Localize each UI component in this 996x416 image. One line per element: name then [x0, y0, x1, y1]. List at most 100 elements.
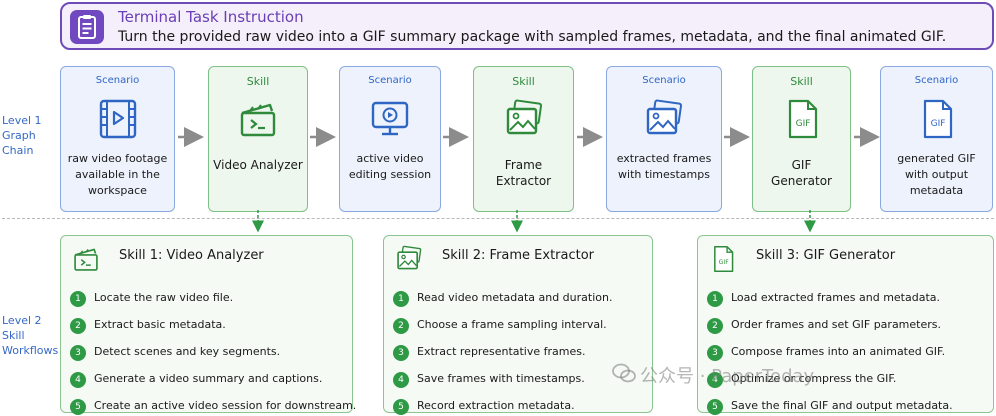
gif-file-icon: GIF [780, 97, 824, 141]
node-description: Video Analyzer [213, 157, 303, 173]
step-number-badge: 1 [70, 291, 86, 307]
step-number-badge: 2 [393, 318, 409, 334]
workflow-card-3: GIF Skill 3: GIF Generator 1 Load extracte… [697, 235, 994, 415]
level-1-label: Level 1 Graph Chain [2, 113, 42, 158]
node-kind-label: Scenario [368, 75, 412, 86]
clipboard-icon [70, 10, 104, 44]
svg-text:GIF: GIF [719, 259, 730, 266]
level-1-line: Graph [2, 129, 36, 142]
step-text: Save frames with timestamps. [417, 372, 585, 385]
step-number-badge: 1 [393, 291, 409, 307]
step-text: Create an active video session for downs… [94, 399, 357, 412]
step-number-badge: 4 [393, 372, 409, 388]
level-divider [2, 218, 994, 219]
level-2-line: Skill [2, 329, 25, 342]
step-text: Generate a video summary and captions. [94, 372, 323, 385]
step-text: Load extracted frames and metadata. [731, 291, 940, 304]
node-description-line: available in the [75, 168, 160, 181]
step-number-badge: 2 [707, 318, 723, 334]
node-description: active video editing session [344, 151, 436, 183]
chain-arrows [178, 127, 880, 233]
step-text: Read video metadata and duration. [417, 291, 613, 304]
workflow-card-2: Skill 2: Frame Extractor 1 Read video meta… [383, 235, 653, 415]
monitor-play-icon [368, 97, 412, 141]
node-description-line: Extractor [495, 174, 552, 188]
node-description-line: raw video footage [67, 152, 168, 165]
level-2-line: Workflows [2, 344, 59, 357]
node-description: GIF Generator [757, 157, 846, 189]
step-number-badge: 2 [70, 318, 86, 334]
svg-text:GIF: GIF [930, 119, 945, 129]
level-2-line: Level 2 [2, 314, 42, 327]
wechat-icon [612, 362, 636, 384]
step-number-badge: 4 [707, 372, 723, 388]
workflow-title: Skill 1: Video Analyzer [119, 248, 264, 263]
level-2-label: Level 2 Skill Workflows [2, 313, 58, 358]
instruction-text: Turn the provided raw video into a GIF s… [118, 29, 947, 45]
node-kind-label: Scenario [642, 75, 686, 86]
gif-file-icon: GIF [915, 97, 959, 141]
node-kind-label: Scenario [95, 75, 140, 86]
node-description-line: with timestamps [618, 168, 710, 181]
node-description-line: generated GIF [897, 152, 976, 165]
step-number-badge: 1 [707, 291, 723, 307]
svg-text:GIF: GIF [795, 119, 810, 129]
step-number-badge: 5 [707, 399, 723, 415]
watermark: 公众号 · PaperToday [640, 366, 815, 387]
image-stack-icon [642, 97, 686, 141]
video-file-icon [96, 97, 140, 141]
step-text: Record extraction metadata. [417, 399, 575, 412]
node-kind-label: Scenario [914, 75, 959, 86]
instruction-title: Terminal Task Instruction [118, 8, 304, 26]
node-description-line: Generator [771, 174, 832, 188]
scenario-node-6: Scenario GIF generated GIF with output met… [880, 66, 993, 212]
node-description-line: GIF [791, 158, 812, 172]
step-text: Extract representative frames. [417, 345, 586, 358]
node-description-line: with output [904, 168, 969, 181]
scenario-node-4: Scenario extracted frames with timestamps [606, 66, 722, 212]
node-kind-label: Skill [512, 75, 535, 88]
node-description: raw video footage available in the workspa… [65, 151, 170, 199]
workflow-title: Skill 2: Frame Extractor [442, 248, 595, 263]
node-description-line: Frame [504, 158, 543, 172]
node-kind-label: Skill [790, 75, 813, 88]
step-number-badge: 4 [70, 372, 86, 388]
node-description: extracted frames with timestamps [611, 151, 717, 183]
skill-node-1: Skill Video Analyzer [208, 66, 308, 212]
clapperboard-icon [236, 97, 280, 141]
skill-node-5: Skill GIF GIF Generator [752, 66, 851, 212]
workflow-card-1: Skill 1: Video Analyzer 1 Locate the raw v… [60, 235, 357, 415]
node-description-line: editing session [348, 168, 432, 181]
gif-file-icon: GIF [708, 244, 738, 274]
level-1-line: Chain [2, 144, 34, 157]
scenario-node-0: Scenario raw video footage available in t… [60, 66, 175, 212]
node-kind-label: Skill [246, 75, 270, 88]
task-instruction-box: Terminal Task Instruction Turn the provi… [60, 2, 994, 50]
image-stack-icon [394, 244, 424, 274]
step-text: Choose a frame sampling interval. [417, 318, 607, 331]
scenario-node-2: Scenario active video editing session [339, 66, 441, 212]
step-text: Detect scenes and key segments. [94, 345, 281, 358]
step-number-badge: 3 [393, 345, 409, 361]
node-description-line: extracted frames [616, 152, 712, 165]
step-text: Compose frames into an animated GIF. [731, 345, 946, 358]
level-1-line: Level 1 [2, 114, 42, 127]
step-number-badge: 5 [70, 399, 86, 415]
step-text: Order frames and set GIF parameters. [731, 318, 941, 331]
step-text: Locate the raw video file. [94, 291, 234, 304]
step-text: Extract basic metadata. [94, 318, 226, 331]
step-number-badge: 3 [70, 345, 86, 361]
step-text: Save the final GIF and output metadata. [731, 399, 953, 412]
step-number-badge: 3 [707, 345, 723, 361]
node-description-line: active video [356, 152, 424, 165]
step-text: Optimize or compress the GIF. [731, 372, 897, 385]
node-description-line: workspace [88, 184, 147, 197]
workflow-title: Skill 3: GIF Generator [756, 248, 896, 263]
step-number-badge: 5 [393, 399, 409, 415]
clapperboard-icon [71, 244, 101, 274]
node-description: generated GIF with output metadata [885, 151, 988, 199]
node-description-line: metadata [909, 184, 964, 197]
image-stack-icon [502, 97, 546, 141]
